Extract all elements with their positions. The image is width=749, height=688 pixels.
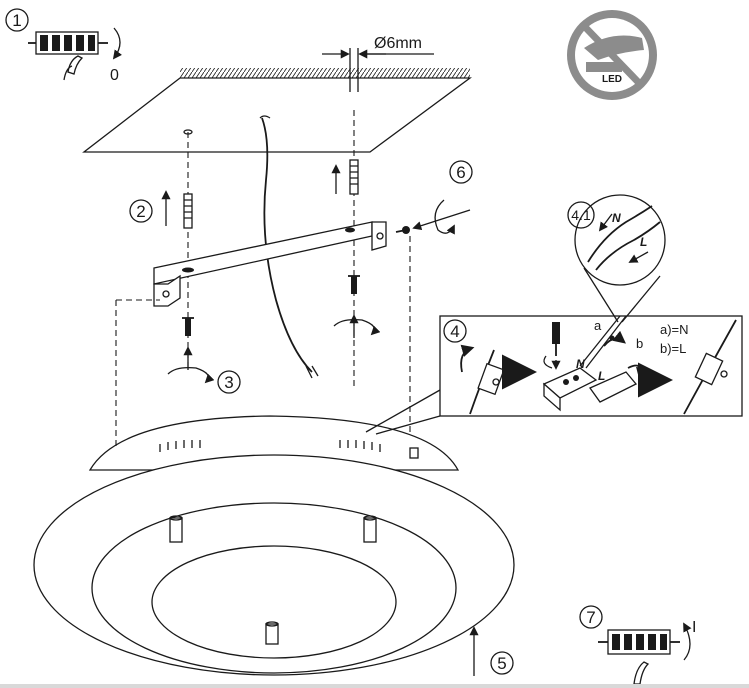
mounting-bracket	[153, 221, 387, 307]
circuit-breaker-icon	[598, 629, 680, 685]
callout-n-label: N	[612, 211, 621, 225]
rotate-arrow-icon	[683, 622, 692, 661]
step-1-marker: 1	[5, 8, 29, 32]
circuit-breaker-icon	[28, 31, 108, 81]
step-4-1-number: 4.1	[571, 207, 591, 223]
wire-callout: N L	[574, 194, 666, 286]
rotate-arrow-icon	[543, 355, 553, 369]
switch-on-label: I	[692, 619, 696, 636]
rotate-arrow-icon	[333, 318, 381, 336]
step-4-number: 4	[450, 322, 459, 341]
step-6-marker: 6	[449, 160, 473, 184]
step-6-number: 6	[456, 163, 465, 182]
side-screw	[395, 226, 410, 234]
wire-b-meaning: b)=L	[660, 341, 686, 356]
terminal-n-label: N	[576, 357, 585, 371]
step-3-number: 3	[224, 373, 233, 392]
screwdriver-icon	[552, 322, 560, 356]
screw-left	[182, 317, 194, 336]
ceiling-plate	[82, 68, 472, 153]
wall-plug-right	[349, 159, 359, 195]
switch-off-label: 0	[110, 67, 119, 84]
step-7-number: 7	[586, 608, 595, 627]
no-touch-led-icon: LED	[567, 10, 657, 100]
step-7-marker: 7	[579, 605, 603, 629]
left-arrow-icon	[412, 209, 471, 231]
step-4-marker: 4	[443, 319, 467, 343]
terminal-l-label: L	[598, 369, 605, 383]
rotate-arrow-icon	[167, 366, 215, 384]
lamp-shade	[33, 454, 515, 676]
wire-a-meaning: a)=N	[660, 322, 689, 337]
wiring-detail-panel	[439, 315, 743, 417]
wire-a-label: a	[594, 318, 602, 333]
step-4-1-marker: 4.1	[567, 201, 595, 229]
lamp-canopy	[88, 415, 460, 471]
step-1-number: 1	[12, 11, 21, 30]
rotate-arrow-icon	[112, 27, 123, 60]
step-5-number: 5	[497, 654, 506, 673]
drill-hole-dimension: Ø6mm	[322, 35, 434, 92]
wall-plug-left	[183, 193, 193, 229]
step-2-marker: 2	[129, 199, 153, 223]
step-2-number: 2	[136, 202, 145, 221]
drill-diameter-label: Ø6mm	[374, 35, 422, 52]
step-3-marker: 3	[217, 370, 241, 394]
footer-strip	[0, 684, 749, 688]
terminal-block	[542, 367, 638, 412]
rotate-arrow-icon	[434, 199, 455, 235]
wire-b-label: b	[636, 336, 643, 351]
callout-l-label: L	[640, 235, 647, 249]
step-5-marker: 5	[490, 651, 514, 675]
rotate-arrow-icon	[460, 344, 475, 373]
screw-right	[348, 275, 360, 294]
warning-led-label: LED	[602, 74, 622, 85]
